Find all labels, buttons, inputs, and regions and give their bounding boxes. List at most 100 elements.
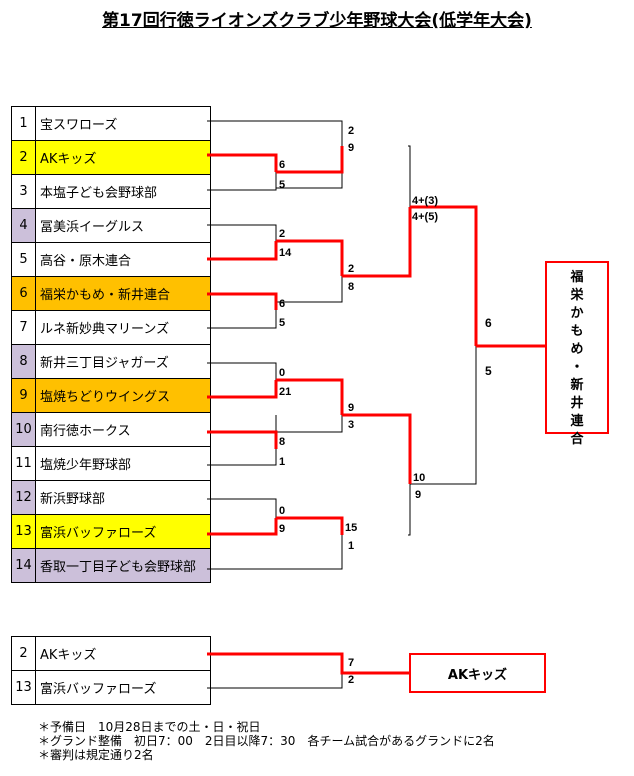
team-name: 香取一丁目子ども会野球部 xyxy=(35,548,211,583)
score-label: 2 xyxy=(279,228,285,240)
team-number: 4 xyxy=(11,208,36,243)
team-number: 2 xyxy=(11,140,36,175)
team-name: 高谷・原木連合 xyxy=(35,242,211,277)
champion-box: 福 栄 か も め ・ 新 井 連 合 xyxy=(545,261,609,447)
score-label: 9 xyxy=(348,142,354,154)
score-label: 2 xyxy=(348,674,354,686)
score-label: 7 xyxy=(348,657,354,669)
score-label: 0 xyxy=(279,505,285,517)
champion-name: 福 栄 か も め ・ 新 井 連 合 xyxy=(547,269,607,449)
team-number: 6 xyxy=(11,276,36,311)
winner-line xyxy=(207,292,278,310)
score-label: 14 xyxy=(279,247,292,259)
winner-line xyxy=(207,652,409,675)
winner-line xyxy=(342,207,412,278)
bracket-line xyxy=(207,498,277,518)
winner-line xyxy=(207,430,278,449)
team-name: 富浜バッファローズ xyxy=(35,670,211,705)
team-name: ルネ新妙典マリーンズ xyxy=(35,310,211,345)
bracket-line xyxy=(275,146,343,189)
champion-char: 合 xyxy=(570,432,584,447)
score-label: 4+(3) xyxy=(412,195,438,207)
bracket-line xyxy=(408,145,411,207)
score-label: 1 xyxy=(279,456,285,468)
bracket-line xyxy=(207,310,277,329)
score-label: 8 xyxy=(348,281,354,293)
score-label: 8 xyxy=(279,436,285,448)
note-line: ＊グランド整備 初日7：00 2日目以降7：30 各チーム試合があるグランドに2… xyxy=(38,734,495,748)
team-name: 塩焼ちどりウイングス xyxy=(35,378,211,413)
bracket-line xyxy=(408,484,411,536)
winner-line xyxy=(207,380,278,399)
champion-char: 連 xyxy=(570,414,584,429)
winner-line xyxy=(207,518,278,536)
champion-char: も xyxy=(570,324,584,339)
team-name: 富浜バッファローズ xyxy=(35,514,211,549)
score-label: 5 xyxy=(485,364,492,378)
score-label: 10 xyxy=(413,472,425,484)
bracket-line xyxy=(207,120,343,146)
score-label: 6 xyxy=(279,159,285,171)
team-number: 14 xyxy=(11,548,36,583)
winner-line xyxy=(207,153,278,172)
team-number: 7 xyxy=(11,310,36,345)
bracket-line xyxy=(410,346,477,485)
team-name: 新井三丁目ジャガーズ xyxy=(35,344,211,379)
champion-char: 新 xyxy=(570,378,584,393)
winner-line xyxy=(410,205,478,346)
notes: ＊予備日 10月28日までの土・日・祝日 ＊グランド整備 初日7：00 2日目以… xyxy=(38,720,495,762)
champion-char: か xyxy=(570,306,584,321)
team-number: 11 xyxy=(11,446,36,481)
team-number: 13 xyxy=(11,514,36,549)
champion-char: ・ xyxy=(570,360,584,375)
note-line: ＊予備日 10月28日までの土・日・祝日 xyxy=(38,720,261,734)
team-name: 冨美浜イーグルス xyxy=(35,208,211,243)
score-label: 1 xyxy=(348,540,354,552)
score-label: 2 xyxy=(348,125,354,137)
bracket-line xyxy=(275,415,343,433)
score-label: 3 xyxy=(348,419,354,431)
bracket-line xyxy=(207,172,277,191)
winner-line xyxy=(276,516,344,535)
bracket-line xyxy=(207,362,277,380)
score-label: 5 xyxy=(279,179,285,191)
score-label: 9 xyxy=(415,489,421,501)
score-label: 15 xyxy=(345,522,357,534)
page-title: 第17回行徳ライオンズクラブ少年野球大会(低学年大会) xyxy=(102,11,532,31)
champion-char: 栄 xyxy=(570,288,584,303)
champion-char: め xyxy=(570,342,584,357)
team-name: 福栄かもめ・新井連合 xyxy=(35,276,211,311)
champion-char: 福 xyxy=(570,270,584,285)
team-name: AKキッズ xyxy=(35,140,211,175)
team-number: 2 xyxy=(11,636,36,671)
winner-line xyxy=(276,239,344,276)
score-label: 2 xyxy=(348,263,354,275)
bracket-line xyxy=(207,449,277,466)
score-label: 6 xyxy=(279,298,285,310)
score-label: 4+(5) xyxy=(412,211,438,223)
score-label: 9 xyxy=(279,523,285,535)
champion-char: 井 xyxy=(570,396,584,411)
winner-line xyxy=(276,146,344,174)
final-winner-box: AKキッズ xyxy=(409,653,546,693)
bracket-line xyxy=(276,276,343,303)
team-name: 本塩子ども会野球部 xyxy=(35,174,211,209)
winner-line xyxy=(207,241,278,261)
team-number: 13 xyxy=(11,670,36,705)
bracket-line xyxy=(207,224,277,241)
